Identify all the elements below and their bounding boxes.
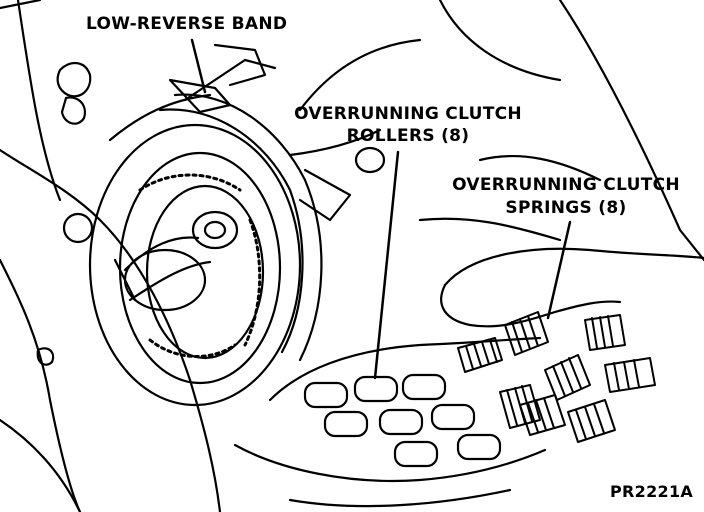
label-springs-line2: SPRINGS (8): [505, 198, 627, 218]
output-shaft: [113, 210, 239, 312]
leader-lines: [190, 38, 572, 380]
low-reverse-band: [158, 43, 323, 362]
hand: [233, 247, 704, 508]
label-springs-line1: OVERRUNNING CLUTCH: [452, 175, 680, 195]
support-housing: [288, 0, 704, 262]
figure-id: PR2221A: [610, 482, 694, 501]
label-low-reverse-band: LOW-REVERSE BAND: [86, 14, 288, 34]
clutch-rollers: [303, 373, 502, 468]
label-rollers-line2: ROLLERS (8): [346, 126, 470, 146]
clutch-springs: [457, 311, 656, 443]
label-rollers-line1: OVERRUNNING CLUTCH: [294, 104, 522, 124]
transmission-case: [0, 0, 222, 512]
